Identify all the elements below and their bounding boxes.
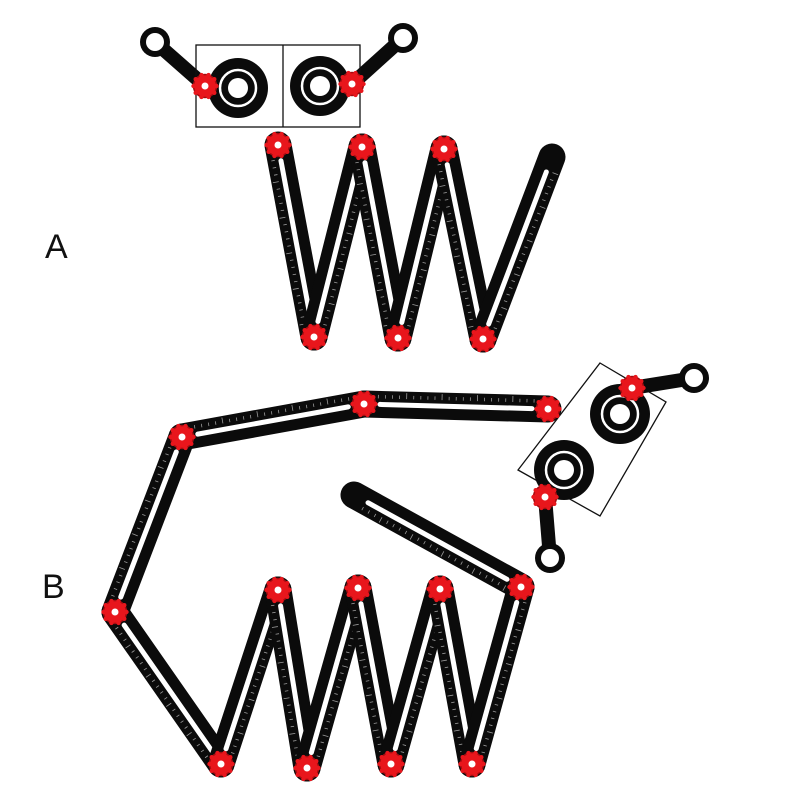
label-a: A [45,228,68,266]
ruler-arm [101,598,235,778]
red-pivot-knob-icon [458,750,486,778]
red-pivot-knob-icon [344,574,372,602]
red-pivot-knob-icon [348,133,376,161]
ruler-arm [101,423,196,626]
hole-ring-icon [140,27,170,57]
red-pivot-knob-icon [377,750,405,778]
ruler-arm [469,143,566,353]
red-pivot-knob-icon [350,390,378,418]
red-pivot-knob-icon [384,324,412,352]
red-pivot-knob-icon [207,750,235,778]
red-pivot-knob-icon [293,754,321,782]
hole-ring-icon [535,543,565,573]
folding-ruler-b [101,362,709,782]
hole-ring-icon [679,363,709,393]
red-pivot-knob-icon [264,576,292,604]
red-pivot-knob-icon [430,135,458,163]
ruler-arm [384,135,458,352]
protractor-head-icon [140,23,418,128]
hole-ring-icon [388,23,418,53]
red-pivot-knob-icon [469,325,497,353]
red-pivot-knob-icon [191,72,219,100]
ruler-arm [458,573,535,778]
protractor-head-icon [517,362,709,573]
ruler-arm [340,481,535,601]
red-pivot-knob-icon [426,575,454,603]
ruler-arm [264,131,328,351]
red-pivot-knob-icon [531,483,559,511]
ruler-arm [350,390,562,423]
red-pivot-knob-icon [338,70,366,98]
red-pivot-knob-icon [101,598,129,626]
red-pivot-knob-icon [264,131,292,159]
folding-ruler-a [140,23,566,353]
red-pivot-knob-icon [618,374,646,402]
red-pivot-knob-icon [534,395,562,423]
ruler-arm [168,390,378,451]
ruler-arm [430,135,497,353]
label-b: B [42,568,65,606]
red-pivot-knob-icon [507,573,535,601]
red-pivot-knob-icon [300,323,328,351]
ruler-arm [293,574,372,782]
red-pivot-knob-icon [168,423,196,451]
